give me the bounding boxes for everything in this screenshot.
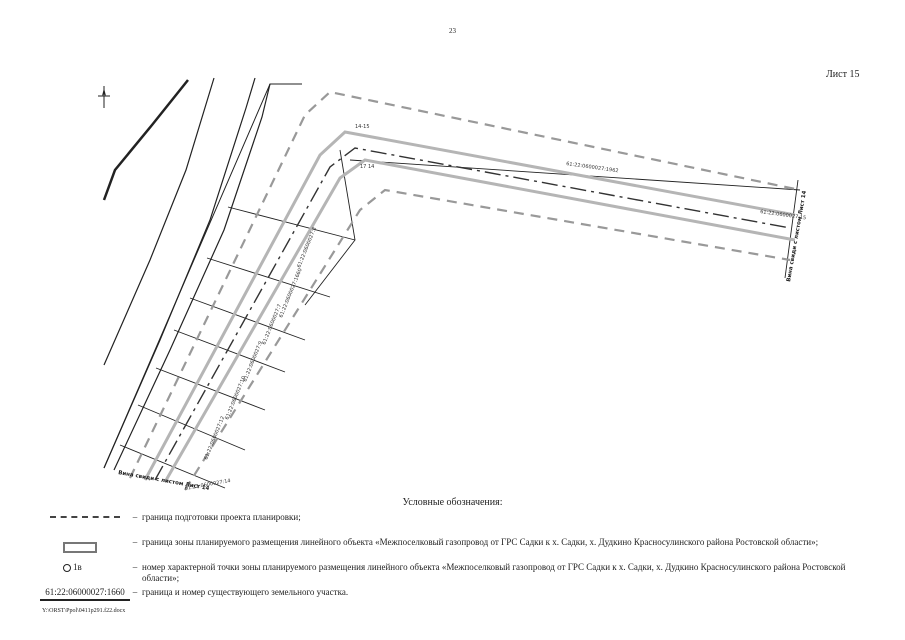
dashed-line-symbol — [40, 512, 128, 534]
legend-separator: – — [132, 537, 138, 547]
legend-item-placement-zone: – граница зоны планируемого размещения л… — [40, 537, 860, 559]
legend-separator: – — [132, 562, 138, 572]
legend-title: Условные обозначения: — [402, 497, 503, 508]
legend-item-characteristic-point: 1в – номер характерной точки зоны планир… — [40, 562, 860, 584]
road-edges — [102, 77, 302, 471]
north-arrow-icon — [98, 86, 110, 108]
legend: – граница подготовки проекта планировки;… — [40, 512, 860, 612]
map-label-parcel-e: 61:22:0600027:9 — [242, 340, 264, 382]
sheet-link-right: Вина свиди с листом Лист 14 — [786, 190, 808, 282]
map-label-parcel-f: 61:22:0600027:10 — [224, 375, 247, 420]
legend-text: граница подготовки проекта планировки; — [142, 512, 301, 522]
legend-text: номер характерной точки зоны планируемог… — [142, 562, 846, 583]
point-circle-icon — [63, 563, 71, 572]
legend-item-parcel: 61:22:06000027:1660 – граница и номер су… — [40, 587, 860, 609]
legend-separator: – — [132, 587, 138, 597]
sheet-label: Лист 15 — [826, 69, 860, 80]
page-number: 23 — [449, 27, 456, 35]
map-label-point-top2: 17 14 — [360, 164, 374, 170]
road-edge-thick — [102, 79, 189, 201]
footer-file-path: Y:\ORST\Ppol\0411p291.f22.docx — [42, 608, 126, 614]
map-label-parcel-g: 61:22:0600027:12 — [203, 415, 226, 460]
legend-separator: – — [132, 512, 138, 522]
map-label-parcel-c: 61:22:0600027:1660 — [278, 268, 303, 319]
parcel-line-symbol: 61:22:06000027:1660 — [40, 587, 130, 609]
map-label-parcel-a: 61:22:0600027:1962 — [566, 161, 619, 174]
legend-text: граница зоны планируемого размещения лин… — [142, 537, 819, 547]
outer-boundary — [103, 83, 302, 469]
map-label-point-top: 14-15 — [355, 124, 370, 130]
legend-text: граница и номер существующего земельного… — [142, 587, 349, 597]
parcel-lines — [119, 149, 801, 489]
planning-boundary — [129, 90, 801, 491]
gas-pipeline-axis — [154, 147, 791, 481]
placement-zone — [143, 130, 796, 483]
parcel-label: 61:22:06000027:1660 — [45, 587, 125, 597]
gray-rectangle-symbol — [40, 537, 128, 559]
road-edge-1 — [103, 77, 215, 366]
point-label: 1в — [73, 562, 82, 572]
legend-item-planning-boundary: – граница подготовки проекта планировки; — [40, 512, 860, 534]
point-symbol: 1в — [40, 562, 128, 584]
road-edge-3 — [113, 83, 271, 471]
